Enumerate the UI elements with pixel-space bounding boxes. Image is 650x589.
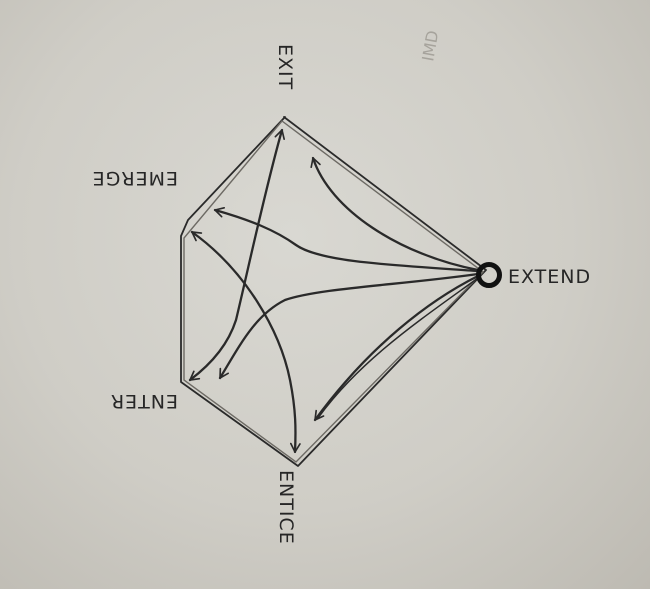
label-extend: EXTEND (508, 266, 591, 288)
extend-node-center (485, 271, 493, 279)
extend-node-icon (476, 262, 502, 288)
label-emerge: EMERGE (92, 167, 178, 189)
label-exit: EXIT (274, 44, 296, 90)
arrow-emerge-to-entice (190, 230, 301, 454)
arrow-extend-to-entice (313, 274, 480, 422)
arrow-extend-to-exit (310, 156, 480, 272)
arrow-extend-extra-stroke (317, 277, 479, 419)
label-enter: ENTER (110, 390, 178, 412)
arrow-extend-to-enter (218, 272, 480, 380)
label-entice: ENTICE (275, 470, 297, 545)
bleed-through-text: IMD (418, 29, 442, 63)
arrow-exit-to-enter (188, 128, 285, 382)
hexagon-outline (180, 116, 487, 467)
